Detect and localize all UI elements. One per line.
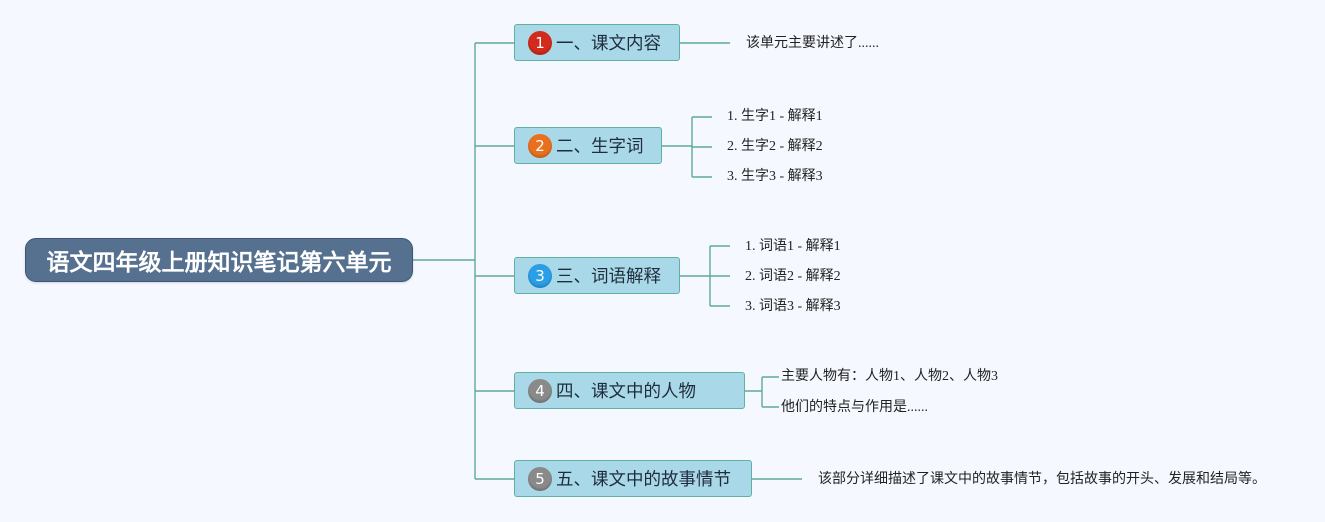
branch-characters[interactable]: 4 四、课文中的人物 [514,372,745,409]
number-5-icon: 5 [528,466,552,491]
leaf-item[interactable]: 该部分详细描述了课文中的故事情节，包括故事的开头、发展和结局等。 [818,472,1266,487]
leaf-item[interactable]: 3. 词语3 - 解释3 [745,299,841,314]
branch-label: 一、课文内容 [556,34,661,54]
number-4-icon: 4 [528,378,552,403]
branch-label: 五、课文中的故事情节 [556,470,731,490]
leaf-item[interactable]: 3. 生字3 - 解释3 [727,169,823,184]
number-1-icon: 1 [528,30,552,55]
branch-label: 三、词语解释 [556,267,661,287]
branch-word-explanations[interactable]: 3 三、词语解释 [514,257,680,294]
root-topic[interactable]: 语文四年级上册知识笔记第六单元 [25,238,413,282]
branch-course-content[interactable]: 1 一、课文内容 [514,24,680,61]
branch-label: 四、课文中的人物 [556,382,696,402]
branch-story-plot[interactable]: 5 五、课文中的故事情节 [514,460,752,497]
leaf-item[interactable]: 他们的特点与作用是...... [781,400,928,415]
leaf-item[interactable]: 主要人物有：人物1、人物2、人物3 [781,369,998,384]
leaf-item[interactable]: 2. 生字2 - 解释2 [727,139,823,154]
leaf-item[interactable]: 该单元主要讲述了...... [746,36,879,51]
leaf-item[interactable]: 2. 词语2 - 解释2 [745,269,841,284]
branch-label: 二、生字词 [556,137,644,157]
leaf-item[interactable]: 1. 词语1 - 解释1 [745,239,841,254]
leaf-item[interactable]: 1. 生字1 - 解释1 [727,109,823,124]
number-2-icon: 2 [528,133,552,158]
root-topic-label: 语文四年级上册知识笔记第六单元 [46,250,392,276]
number-3-icon: 3 [528,263,552,288]
branch-new-words[interactable]: 2 二、生字词 [514,127,662,164]
